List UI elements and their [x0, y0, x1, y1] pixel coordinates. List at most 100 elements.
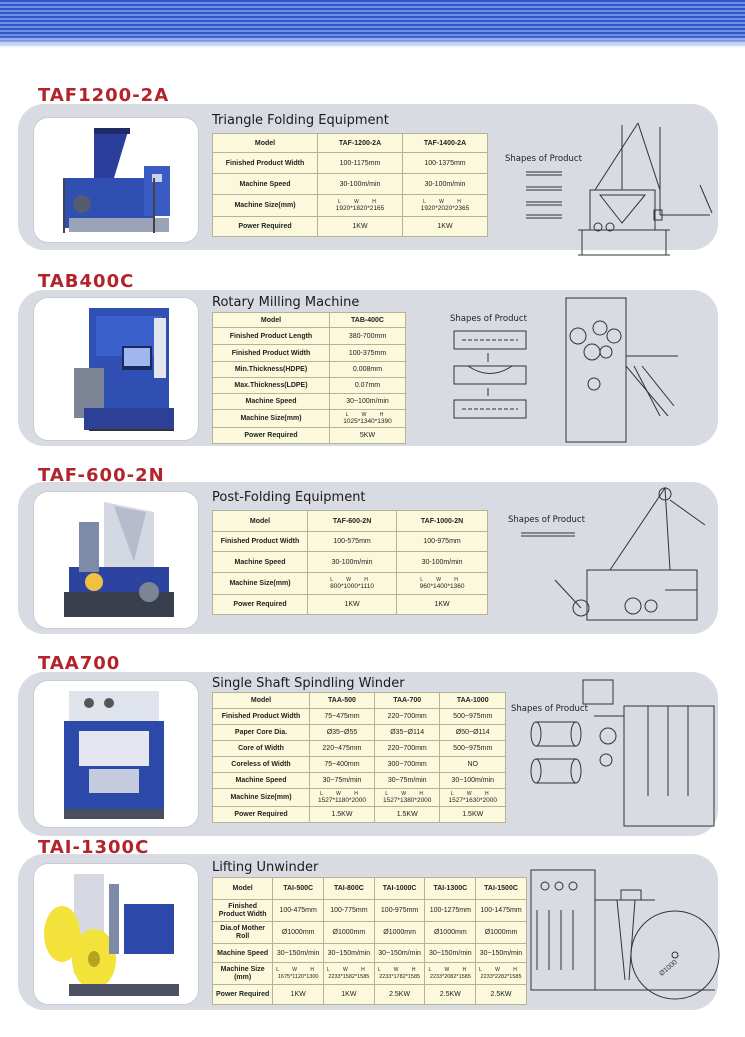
size-value: 1675*1120*1300 [277, 973, 319, 980]
value-cell: 30-100m/min [402, 173, 488, 195]
row-label: Machine Size(mm) [212, 788, 310, 807]
size-value: 2233*1782*1585 [379, 973, 421, 980]
section-title-spindling-winder: Single Shaft Spindling Winder [212, 676, 405, 691]
value-cell: 0.07mm [329, 377, 406, 394]
header-cell: Model [212, 312, 330, 328]
row-label: Machine Size(mm) [212, 409, 330, 428]
value-cell: Ø35~Ø114 [373, 724, 441, 741]
row-label: Finished Product Length [212, 327, 330, 345]
value-cell: 30-100m/min [396, 551, 488, 573]
section-title-post-folding: Post-Folding Equipment [212, 490, 366, 505]
value-cell: Ø1000mm [475, 921, 527, 944]
lwh-label: L W H [377, 966, 422, 973]
value-cell: Ø1000mm [272, 921, 325, 944]
value-cell: 100-475mm [272, 899, 325, 922]
value-cell: 300~700mm [373, 756, 441, 773]
value-cell: 1KW [306, 594, 398, 615]
row-label: Paper Core Dia. [212, 724, 310, 741]
lwh-label: L W H [420, 576, 464, 583]
model-title-tai-1300c: TAI-1300C [38, 837, 150, 858]
spec-table-taf-600-2n: Model TAF-600-2N TAF-1000-2N Finished Pr… [212, 510, 488, 615]
header-cell: Model [211, 877, 274, 900]
value-cell: 1.5KW [309, 806, 375, 823]
model-title-tab400c: TAB400C [38, 271, 135, 292]
header-cell: TAI-1500C [475, 877, 527, 900]
shapes-of-product-label: Shapes of Product [508, 515, 585, 525]
value-cell: 30~75m/min [309, 772, 375, 789]
row-label: Machine Speed [211, 943, 274, 963]
row-label: Dia.of Mother Roll [211, 921, 274, 944]
value-cell: 1KW [272, 984, 325, 1005]
header-cell: TAI-800C [323, 877, 375, 900]
size-value: 1920*2020*2365 [420, 204, 470, 212]
row-label: Machine Speed [212, 772, 310, 789]
lwh-label: L W H [450, 790, 495, 797]
spec-table-tai-1300c: Model TAI-500C TAI-800C TAI-1000C TAI-13… [211, 877, 527, 1005]
machine-photo-tai-1300c [34, 864, 198, 1004]
header-cell: Model [212, 133, 318, 153]
value-cell: 2.5KW [424, 984, 477, 1005]
value-cell: 100-575mm [306, 531, 398, 552]
spec-table-taf1200-2a: Model TAF-1200-2A TAF-1400-2A Finished P… [212, 133, 488, 237]
lwh-label: L W H [423, 198, 467, 205]
row-label: Machine Size (mm) [211, 962, 274, 985]
value-cell: Ø35~Ø55 [309, 724, 375, 741]
value-cell: 100-375mm [329, 344, 406, 362]
row-label: Machine Speed [212, 393, 330, 410]
value-cell: 100-1175mm [317, 152, 403, 174]
value-cell: 2.5KW [373, 984, 426, 1005]
product-shapes-diagram-taf-600-2n [521, 486, 706, 621]
row-label: Finished Product Width [212, 152, 318, 174]
value-cell: 1.5KW [373, 806, 441, 823]
row-label: Max.Thickness(LDPE) [212, 377, 330, 394]
value-cell: 30~150m/min [424, 943, 477, 963]
lwh-label: L W H [345, 411, 390, 418]
value-cell: 30~150m/min [323, 943, 375, 963]
model-title-taf-600-2n: TAF-600-2N [38, 465, 165, 486]
header-cell: TAI-500C [272, 877, 325, 900]
row-label: Power Required [212, 806, 310, 823]
row-label: Power Required [211, 984, 274, 1005]
header-cell: TAB-400C [329, 312, 406, 328]
size-value: 2233*1582*1585 [328, 973, 370, 980]
product-shapes-diagram-tab400c [453, 297, 678, 443]
value-cell: 30~150m/min [272, 943, 325, 963]
section-title-lifting-unwinder: Lifting Unwinder [212, 860, 319, 875]
header-cell: Model [212, 692, 310, 709]
header-cell: TAF-1000-2N [396, 510, 488, 532]
value-cell: 380-700mm [329, 327, 406, 345]
header-cell: TAA-700 [373, 692, 441, 709]
value-cell: 1KW [396, 594, 488, 615]
machine-photo-tab400c [34, 298, 198, 440]
section-title-triangle-folding: Triangle Folding Equipment [212, 113, 389, 128]
row-label: Power Required [212, 216, 318, 237]
value-cell: 1KW [402, 216, 488, 237]
lwh-label: L W H [338, 198, 382, 205]
value-cell: 500~975mm [439, 740, 506, 757]
machine-diagram-tai-1300c: Ø1000 [530, 869, 720, 1000]
size-value: 960*1400*1360 [419, 582, 465, 590]
value-cell: 100-975mm [396, 531, 488, 552]
machine-photo-taf1200-2a [34, 118, 198, 242]
value-cell: 30~100m/min [329, 393, 406, 410]
machine-photo-taf-600-2n [34, 492, 198, 628]
roll-diameter-label: Ø1000 [658, 959, 679, 978]
lwh-label: L W H [428, 966, 473, 973]
value-cell: Ø50~Ø114 [439, 724, 506, 741]
value-cell: 1KW [323, 984, 375, 1005]
shapes-of-product-label: Shapes of Product [450, 314, 527, 324]
header-cell: TAA-1000 [439, 692, 506, 709]
model-title-taa700: TAA700 [38, 653, 121, 674]
header-cell: TAI-1300C [424, 877, 477, 900]
row-label: Power Required [212, 427, 330, 444]
value-cell: 1KW [317, 216, 403, 237]
